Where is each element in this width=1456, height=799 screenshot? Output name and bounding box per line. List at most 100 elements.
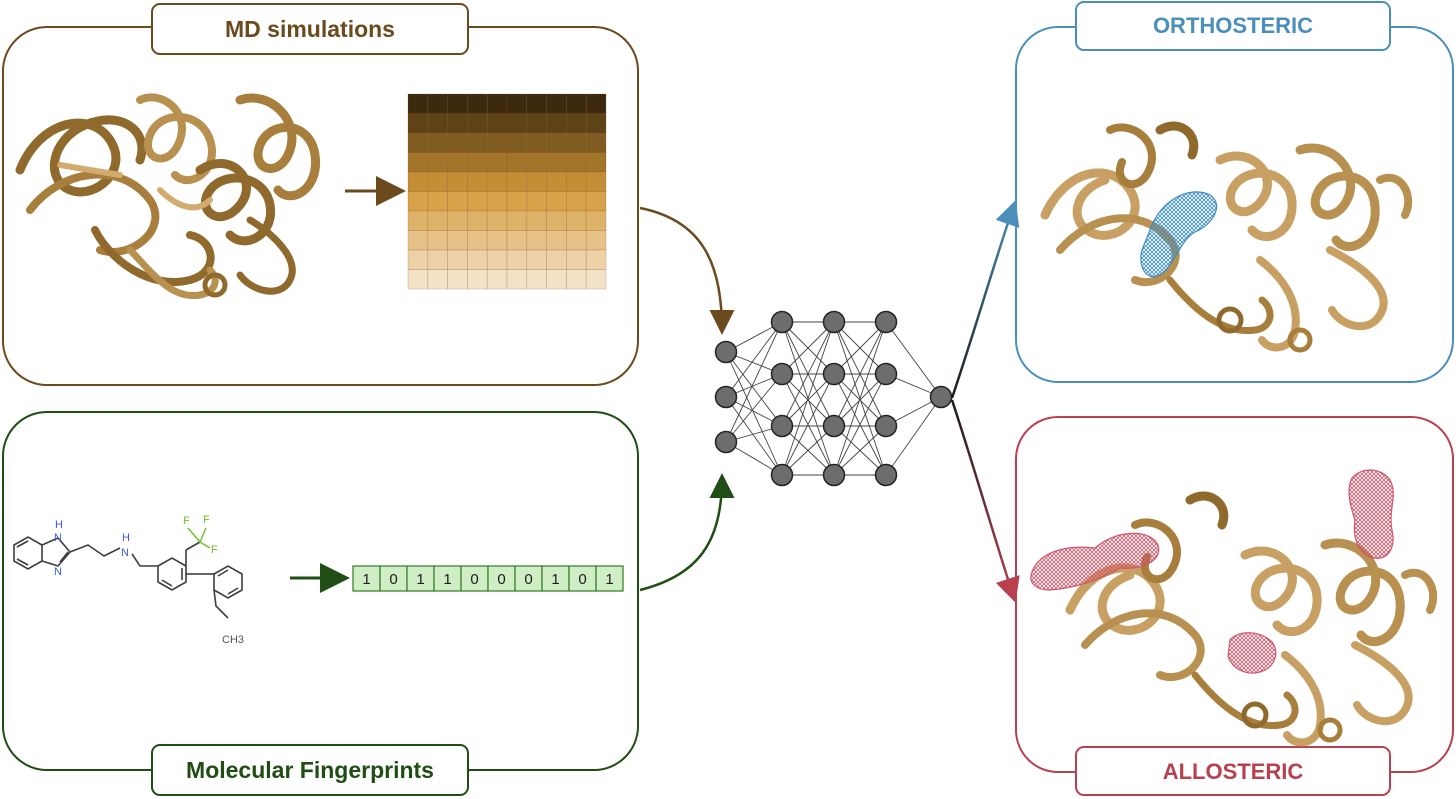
heatmap-cell: [585, 230, 607, 251]
fingerprint-bit-cell: [514, 565, 543, 592]
heatmap-cell: [566, 191, 587, 212]
allosteric-label: ALLOSTERIC: [1163, 759, 1304, 784]
fingerprint-bit-cell: [460, 565, 489, 592]
atom-f3: F: [211, 544, 218, 556]
heatmap-cell: [585, 132, 607, 153]
network-edge: [885, 321, 942, 398]
heatmap-cell: [585, 171, 607, 192]
heatmap-cell: [467, 132, 488, 153]
heatmap-cell: [546, 210, 567, 231]
fingerprint-bit: 1: [595, 565, 624, 592]
orthosteric-pocket: [1140, 191, 1217, 278]
network-edge: [833, 373, 887, 476]
heatmap-cell: [506, 152, 528, 173]
network-node: [874, 463, 898, 487]
fingerprint-bit-value: 0: [524, 571, 532, 588]
heatmap-cell: [467, 171, 488, 192]
heatmap-cell: [585, 152, 607, 173]
network-node: [822, 310, 846, 334]
network-to-orthosteric-arrow: [950, 200, 1020, 399]
heatmap-cell: [467, 93, 488, 114]
neural-network: [714, 310, 953, 487]
heatmap-cell: [506, 210, 528, 231]
fingerprint-bit: 1: [433, 565, 462, 592]
heatmap-cell: [447, 171, 468, 192]
network-edge: [725, 351, 783, 476]
heatmap-cell: [546, 171, 567, 192]
heatmap-cell: [407, 210, 429, 231]
fingerprint-bit-value: 0: [578, 571, 586, 588]
network-edge: [725, 373, 783, 443]
network-edge: [781, 321, 835, 375]
network-nodes: [714, 310, 953, 487]
allosteric-pocket-left: [1030, 532, 1160, 591]
atom-f1: F: [183, 515, 190, 527]
molecule-structure: [13, 536, 243, 619]
heatmap-cell: [467, 210, 488, 231]
heatmap-cell: [407, 171, 429, 192]
heatmap-cell: [467, 230, 488, 251]
heatmap-cell: [585, 113, 607, 134]
fingerprints-label: Molecular Fingerprints: [186, 757, 434, 783]
heatmap-cell: [546, 152, 567, 173]
heatmap-cell: [506, 191, 528, 212]
heatmap-cell: [427, 152, 448, 173]
heatmap-cell: [486, 249, 508, 270]
heatmap-cell: [546, 132, 567, 153]
heatmap-cell: [447, 269, 468, 290]
heatmap-cell: [566, 132, 587, 153]
atom-amine-n: N: [121, 547, 129, 559]
heatmap-cell: [467, 269, 488, 290]
fingerprint-bit: 0: [568, 565, 597, 592]
heatmap-cell: [486, 171, 508, 192]
fingerprint-bit-value: 0: [389, 571, 397, 588]
heatmap-cell: [546, 249, 567, 270]
md-heatmap: [407, 93, 607, 290]
heatmap-cell: [427, 191, 448, 212]
heatmap-cell: [407, 249, 429, 270]
network-edge: [725, 351, 783, 427]
network-node: [874, 414, 898, 438]
heatmap-cell: [407, 113, 429, 134]
heatmap-cell: [546, 191, 567, 212]
heatmap-cell: [427, 113, 448, 134]
network-node: [770, 414, 794, 438]
heatmap-cell: [447, 152, 468, 173]
md-protein-structure: [15, 93, 320, 299]
heatmap-cell: [407, 93, 429, 114]
heatmap-cell: [526, 230, 547, 251]
network-node: [714, 430, 738, 454]
fingerprint-bit-value: 0: [497, 571, 505, 588]
heatmap-cell: [407, 230, 429, 251]
atom-n2: N: [54, 566, 62, 578]
orthosteric-protein-structure: [1040, 121, 1413, 353]
heatmap-cell: [506, 269, 528, 290]
network-edge: [725, 321, 783, 398]
heatmap-cell: [526, 269, 547, 290]
md-label: MD simulations: [225, 16, 395, 42]
heatmap-cell: [526, 152, 547, 173]
fingerprint-bit-value: 1: [605, 571, 613, 588]
heatmap-cell: [526, 113, 547, 134]
heatmap-cell: [506, 93, 528, 114]
fingerprint-bit-value: 1: [443, 571, 451, 588]
heatmap-cell: [585, 249, 607, 270]
heatmap-cell: [486, 230, 508, 251]
heatmap-cell: [526, 171, 547, 192]
allosteric-panel: ALLOSTERIC: [1015, 416, 1454, 796]
heatmap-cell: [486, 191, 508, 212]
atom-f2: F: [203, 514, 210, 526]
heatmap-cell: [566, 230, 587, 251]
heatmap-cell: [506, 249, 528, 270]
network-node: [714, 340, 738, 364]
heatmap-cell: [427, 269, 448, 290]
network-node: [770, 310, 794, 334]
network-node: [714, 385, 738, 409]
fingerprint-bit-value: 1: [551, 571, 559, 588]
molecule-atom-labels: H N N H N F F F CH3: [54, 514, 244, 646]
heatmap-cell: [467, 249, 488, 270]
network-node: [874, 310, 898, 334]
heatmap-cell: [566, 249, 587, 270]
